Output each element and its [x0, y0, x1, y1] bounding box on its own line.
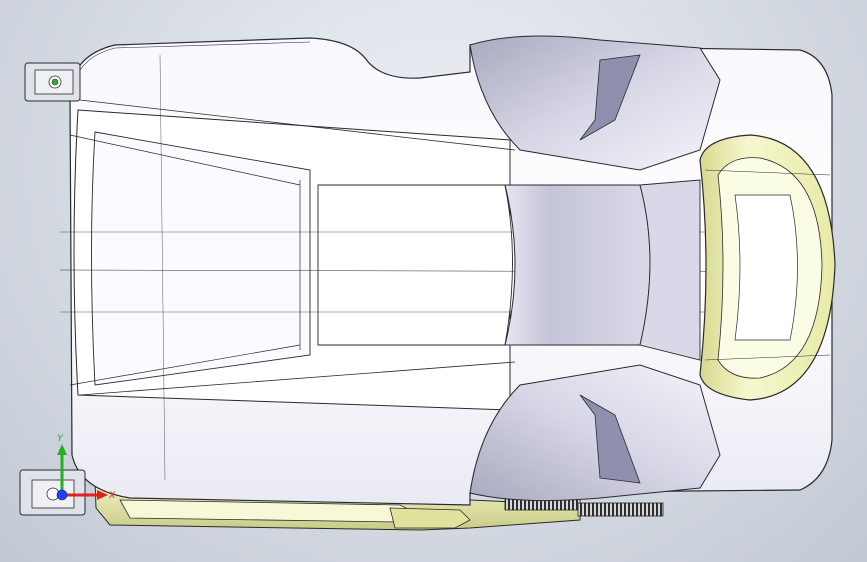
- y-axis-label: Y: [57, 434, 64, 444]
- gear-rack-right: [577, 502, 664, 517]
- z-axis: [56, 489, 68, 501]
- bracket-top[interactable]: [24, 62, 81, 102]
- seat-body[interactable]: [59, 35, 833, 506]
- coordinate-triad: Y X: [56, 434, 116, 501]
- x-axis-label: X: [108, 491, 116, 501]
- bracket-bottom[interactable]: [19, 469, 86, 516]
- headrest[interactable]: [699, 134, 836, 401]
